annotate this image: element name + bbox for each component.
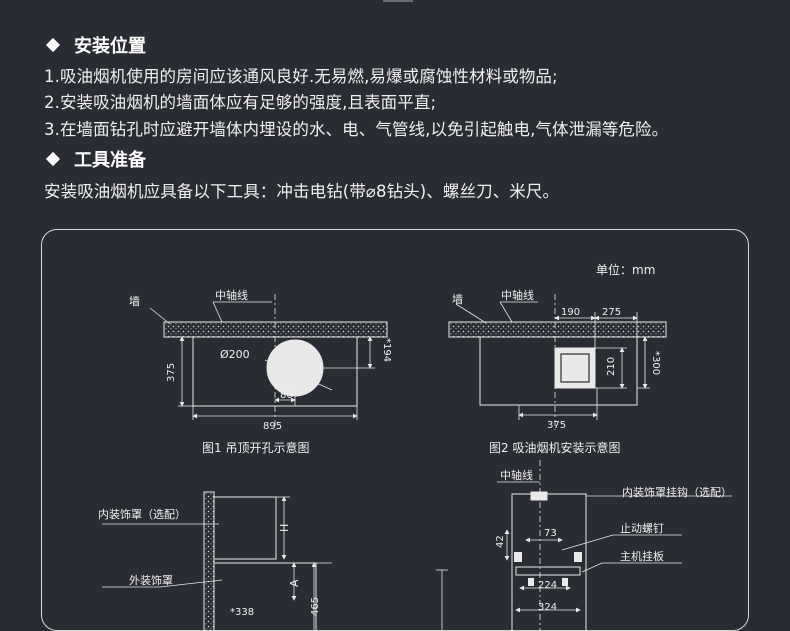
fig2-dim-275: 275 — [602, 307, 621, 318]
fig3-dim-h: H — [278, 524, 291, 532]
text-line: 2.安装吸油烟机的墙面体应有足够的强度,且表面平直; — [44, 93, 437, 112]
fig1-axis-label: 中轴线 — [215, 288, 248, 302]
fig3-side-view: 内装饰罩（选配） 外装饰罩 H A *338 465 — [98, 491, 332, 630]
fig1-wall-label: 墙 — [129, 294, 140, 308]
fig2-hood-mounting: 墙 中轴线 190 275 210 *300 375 图2 吸油烟机安装示意图 — [448, 288, 667, 455]
fig4-dim-324: 324 — [538, 602, 557, 613]
fig1-dim-194: *194 — [381, 338, 392, 362]
fig2-axis-label: 中轴线 — [501, 288, 534, 302]
fig2-dim-300: *300 — [650, 351, 661, 375]
fig4-dim-224: 224 — [538, 580, 557, 591]
fig1-dim-80: 80 — [280, 390, 293, 401]
fig3-outer-cover-label: 外装饰罩 — [129, 573, 173, 587]
diamond-bullet-icon — [45, 151, 61, 167]
fig1-hole-label: Ø200 — [220, 348, 250, 361]
fig2-dim-190: 190 — [561, 307, 580, 318]
diagram-panel: 单位：mm 墙 中轴线 — [41, 229, 749, 631]
fig1-ceiling-hole: 墙 中轴线 Ø200 375 *194 80 895 图1 吊顶开孔示意图 — [129, 288, 392, 455]
text-line: 安装吸油烟机应具备以下工具：冲击电钻(带⌀8钻头)、螺丝刀、米尺。 — [44, 182, 560, 201]
fig4-front-view: 中轴线 内装饰罩挂钩（选配） 止动螺钉 主机挂板 73 42 224 324 — [436, 460, 732, 630]
section-title: 工具准备 — [74, 150, 146, 171]
fig2-caption: 图2 吸油烟机安装示意图 — [489, 440, 620, 455]
fig3-dim-338: *338 — [230, 607, 254, 618]
fig4-screw-label: 止动螺钉 — [620, 522, 664, 535]
fig4-axis-label: 中轴线 — [500, 468, 533, 482]
fig3-inner-cover-label: 内装饰罩（选配） — [98, 507, 186, 521]
diamond-bullet-icon — [45, 37, 61, 53]
fig2-wall-label: 墙 — [452, 292, 463, 306]
section-heading-install-location: 安装位置 — [44, 32, 146, 58]
installation-diagram: 单位：mm 墙 中轴线 — [98, 262, 732, 630]
text-line: 1.吸油烟机使用的房间应该通风良好.无易燃,易爆或腐蚀性材料或物品; — [44, 67, 558, 86]
fig2-dim-375: 375 — [547, 420, 566, 431]
text-line: 3.在墙面钻孔时应避开墙体内埋设的水、电、气管线,以免引起触电,气体泄漏等危险。 — [44, 120, 669, 139]
fig4-dim-73: 73 — [544, 528, 557, 539]
fig2-dim-210: 210 — [606, 357, 617, 376]
fig4-hook-label: 内装饰罩挂钩（选配） — [622, 485, 732, 499]
fig1-dim-375: 375 — [166, 363, 177, 382]
fig4-plate-label: 主机挂板 — [620, 549, 664, 563]
section-title: 安装位置 — [74, 36, 146, 57]
fig4-dim-42: 42 — [495, 535, 506, 548]
fig1-caption: 图1 吊顶开孔示意图 — [202, 440, 309, 455]
fig3-dim-a: A — [288, 579, 301, 587]
section-heading-tools: 工具准备 — [44, 146, 146, 172]
fig1-dim-895: 895 — [263, 421, 282, 432]
fig3-dim-465: 465 — [310, 597, 321, 616]
unit-label: 单位：mm — [596, 262, 655, 277]
top-divider — [383, 0, 413, 2]
